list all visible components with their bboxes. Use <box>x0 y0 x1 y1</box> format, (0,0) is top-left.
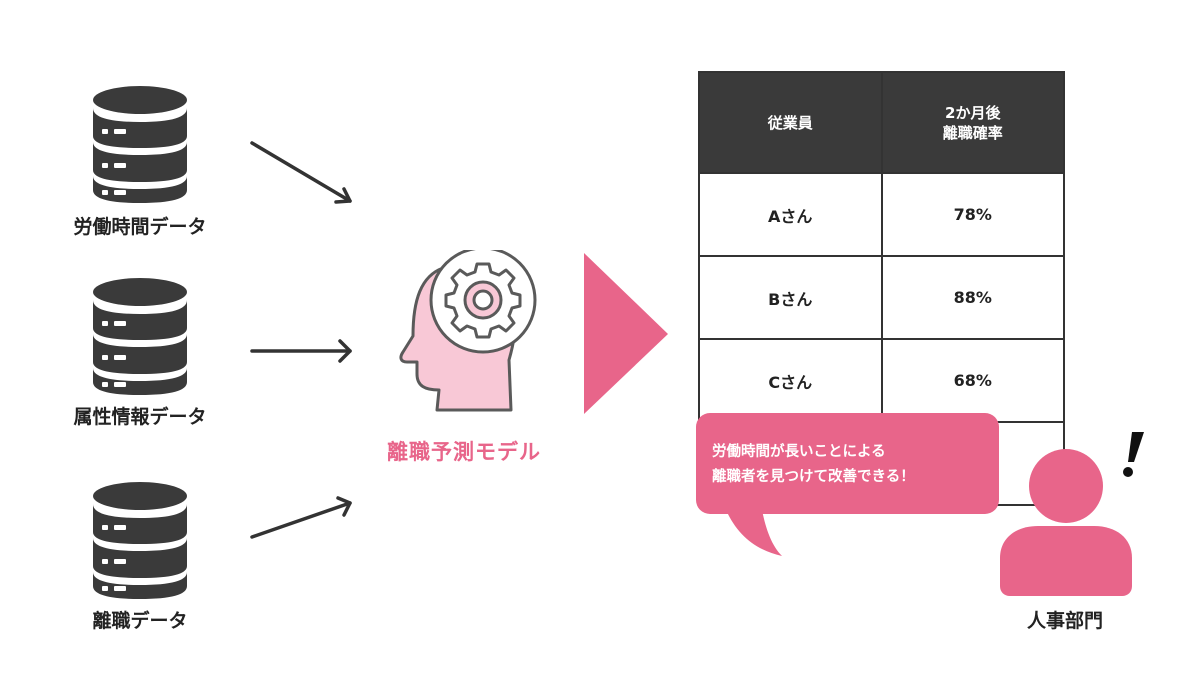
employee-name: Aさん <box>698 172 883 257</box>
header-probability-line2: 離職確率 <box>942 123 1003 142</box>
speech-bubble-text: 労働時間が長いことによる 離職者を見つけて改善できる！ <box>712 440 992 490</box>
header-probability: 2か月後 離職確率 <box>880 71 1065 174</box>
turnover-probability: 78% <box>880 172 1065 257</box>
header-employee: 従業員 <box>698 71 883 174</box>
arrow-icon-top <box>250 141 352 204</box>
person-icon <box>1000 449 1132 596</box>
model-label: 離職予測モデル <box>387 440 541 464</box>
turnover-probability: 88% <box>880 255 1065 340</box>
brain-gear-icon <box>399 250 537 412</box>
speech-bubble-tail <box>726 510 782 556</box>
speech-line-2: 離職者を見つけて改善できる！ <box>712 469 915 485</box>
table-header-row: 従業員 2か月後 離職確率 <box>698 71 1065 174</box>
speech-line-1: 労働時間が長いことによる <box>712 444 886 460</box>
arrow-icon-middle <box>250 339 352 363</box>
play-arrow-icon <box>584 253 668 414</box>
table-row: Bさん 88% <box>698 255 1065 340</box>
table-row: Aさん 78% <box>698 172 1065 257</box>
table-row: Cさん 68% <box>698 338 1065 423</box>
flow-arrows <box>250 141 352 539</box>
turnover-probability: 68% <box>880 338 1065 423</box>
database-icon-turnover <box>93 482 187 599</box>
arrow-icon-bottom <box>250 496 352 539</box>
source-label-turnover: 離職データ <box>92 610 188 632</box>
database-icon-attributes <box>93 278 187 395</box>
employee-name: Cさん <box>698 338 883 423</box>
source-label-labor: 労働時間データ <box>73 216 207 238</box>
dept-label: 人事部門 <box>1026 610 1103 632</box>
header-probability-line1: 2か月後 <box>945 103 1001 122</box>
speech-bubble <box>696 413 999 514</box>
source-label-attributes: 属性情報データ <box>73 406 207 428</box>
employee-name: Bさん <box>698 255 883 340</box>
exclamation-icon <box>1123 432 1144 477</box>
database-icon-labor <box>93 86 187 203</box>
